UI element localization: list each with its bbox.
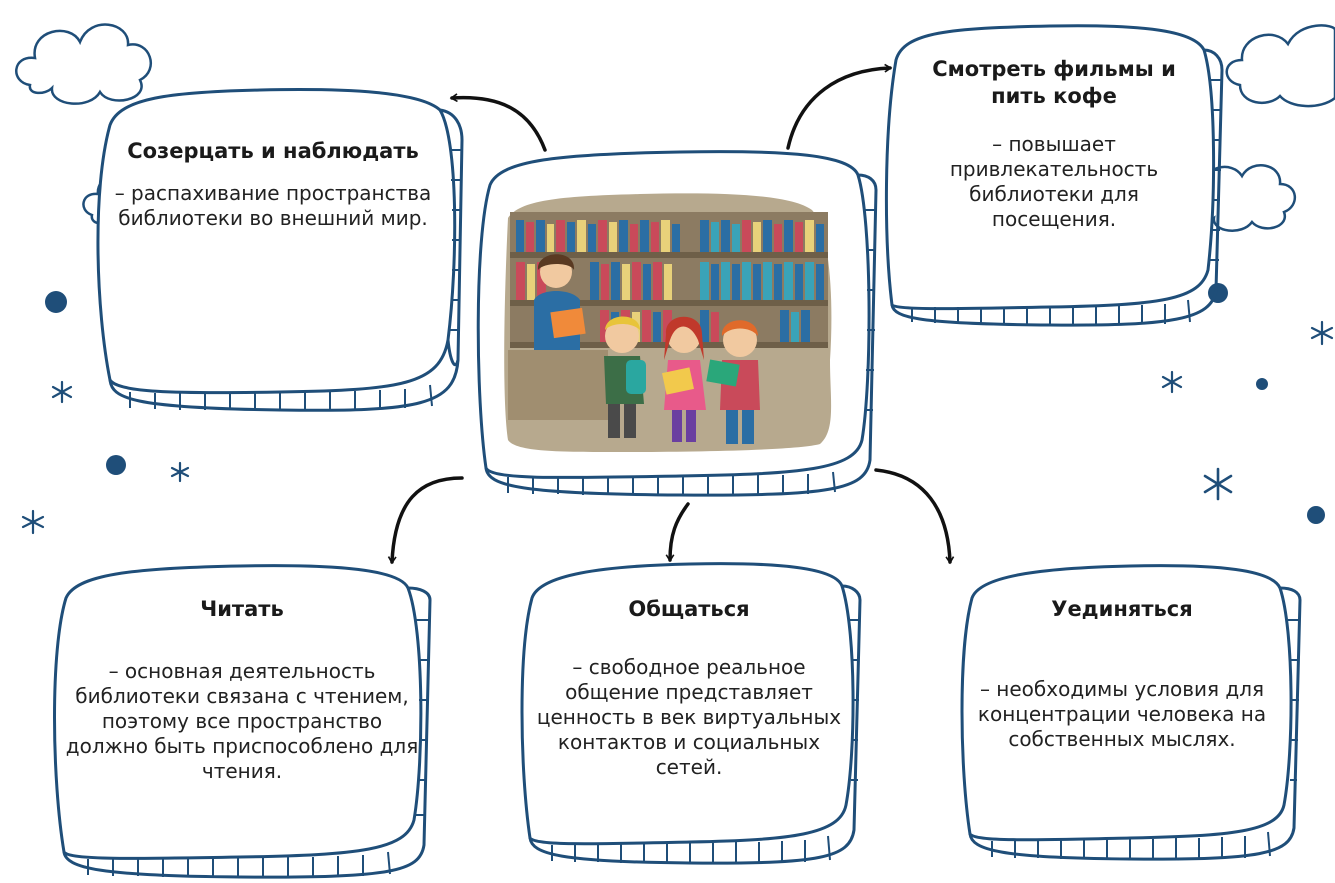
star-icon: [170, 461, 190, 483]
star-icon: [21, 509, 45, 535]
box-contemplate-text: – распахивание пространства библиотеки в…: [114, 181, 432, 230]
box-read-title: Читать: [200, 597, 284, 621]
cloud-icon: [15, 23, 152, 105]
box-read-text: – основная деятельность библиотеки связа…: [65, 659, 419, 783]
star-icon: [1203, 467, 1233, 501]
dot-icon: [106, 455, 126, 475]
cloud-icon: [1225, 24, 1335, 108]
dot-icon: [1307, 506, 1325, 524]
box-seclude: Уединяться – необходимы условия для конц…: [966, 596, 1278, 752]
box-movies-text: – повышает привлекательность библиотеки …: [949, 132, 1159, 231]
arrow-to-communicate: [665, 502, 690, 563]
box-contemplate-title: Созерцать и наблюдать: [127, 139, 419, 163]
box-communicate-frame: [520, 562, 862, 865]
arrow-to-seclude: [874, 468, 955, 565]
box-communicate-text: – свободное реальное общение представляе…: [536, 655, 842, 779]
box-communicate-title: Общаться: [628, 597, 750, 621]
arrow-to-contemplate: [449, 93, 547, 152]
arrow-to-movies: [786, 63, 893, 150]
dot-icon: [45, 291, 67, 313]
star-icon: [1310, 320, 1334, 346]
box-seclude-title: Уединяться: [1051, 597, 1193, 621]
arrow-to-read: [387, 476, 464, 565]
box-seclude-text: – необходимы условия для концентрации че…: [977, 677, 1267, 751]
box-read-frame: [53, 564, 432, 879]
star-icon: [1161, 370, 1183, 394]
box-contemplate: Созерцать и наблюдать – распахивание про…: [108, 138, 438, 231]
box-movies-title: Смотреть фильмы и пить кофе: [932, 57, 1176, 108]
library-children-illustration: [504, 193, 832, 453]
box-seclude-frame: [960, 564, 1302, 861]
box-movies: Смотреть фильмы и пить кофе – повышает п…: [904, 56, 1204, 232]
dot-icon: [1256, 378, 1268, 390]
box-contemplate-frame: [96, 88, 464, 412]
star-icon: [51, 380, 73, 404]
box-communicate: Общаться – свободное реальное общение пр…: [530, 596, 848, 780]
box-read: Читать – основная деятельность библиотек…: [62, 596, 422, 784]
box-movies-frame: [884, 24, 1224, 327]
